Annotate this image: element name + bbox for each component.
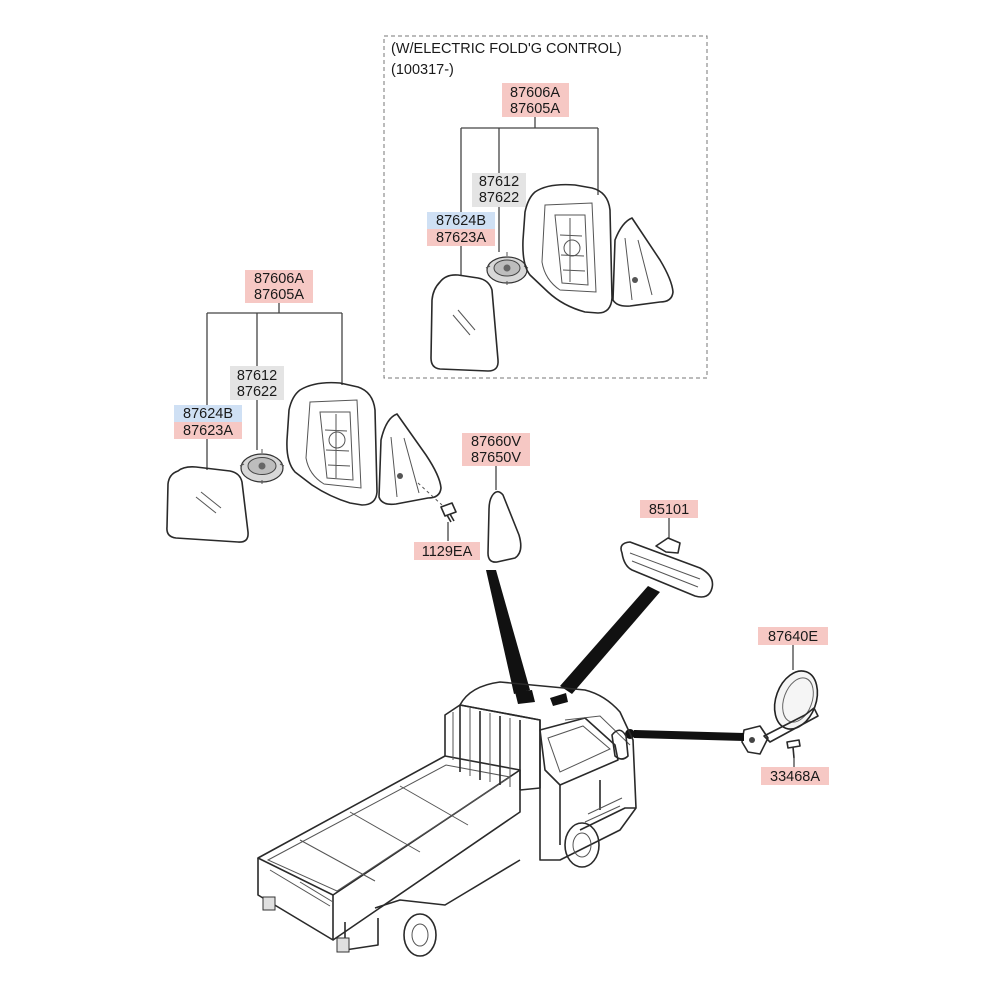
inset-mirror-glass <box>430 274 499 372</box>
main-assy-tag-bg <box>245 270 313 303</box>
bolt-label: 33468A <box>770 769 820 785</box>
screw-tag-bg <box>414 542 480 560</box>
inset-assy-tag-bg <box>502 83 569 117</box>
inset-assy-label-bottom: 87605A <box>510 101 560 117</box>
inset-mirror-bracket <box>612 217 674 307</box>
main-actuator-label-top: 87612 <box>237 368 277 384</box>
inset-assy-leader <box>460 117 599 212</box>
inset-title-line1: (W/ELECTRIC FOLD'G CONTROL) <box>391 41 622 57</box>
inside-mirror-part <box>620 537 714 598</box>
screw-part <box>440 502 457 523</box>
inset-dashed-border <box>383 35 708 379</box>
main-glass-label-bottom: 87623A <box>183 423 233 439</box>
inside-mirror-pointer <box>560 586 660 694</box>
inset-glass-label-bottom: 87623A <box>436 230 486 246</box>
inset-actuator <box>485 252 529 285</box>
main-actuator-tag-bg <box>230 366 284 400</box>
inset-actuator-tag-bg <box>472 173 526 207</box>
inset-glass-tag-bg-top <box>427 212 495 229</box>
main-mirror-glass <box>166 466 249 543</box>
main-glass-glint <box>195 491 222 514</box>
inset-glass-glint <box>452 309 476 336</box>
screw-label: 1129EA <box>422 544 473 560</box>
main-assy-label-top: 87606A <box>254 271 304 287</box>
inset-glass-tag-bg-bottom <box>427 229 495 246</box>
main-glass-tag-bg-top <box>174 405 242 422</box>
main-assy-label-bottom: 87605A <box>254 287 304 303</box>
main-actuator-label-bottom: 87622 <box>237 384 277 400</box>
inset-title-line2: (100317-) <box>391 62 454 78</box>
inside-mirror-group: 85101 <box>560 500 714 694</box>
inset-assy-label-top: 87606A <box>510 85 560 101</box>
inset-actuator-label-top: 87612 <box>479 174 519 190</box>
main-outside-mirror-group: 87606A 87605A 87612 87622 87624B 87623A <box>166 270 480 560</box>
convex-mirror-pointer <box>634 730 744 741</box>
main-mirror-bracket <box>378 413 442 506</box>
inside-mirror-tag-bg <box>640 500 698 518</box>
inset-mirror-housing <box>522 183 613 314</box>
truck-illustration <box>257 681 637 957</box>
inside-mirror-label: 85101 <box>649 502 689 518</box>
electric-folding-inset: (W/ELECTRIC FOLD'G CONTROL) (100317-) 87… <box>383 35 708 379</box>
convex-mirror-label: 87640E <box>768 629 818 645</box>
bolt-tag-bg <box>761 767 829 785</box>
main-assy-leader <box>206 303 343 405</box>
convex-mirror-part <box>741 670 819 755</box>
garnish-part <box>487 490 522 563</box>
main-mirror-housing <box>286 381 378 506</box>
main-glass-label-top: 87624B <box>183 406 233 422</box>
garnish-label-top: 87660V <box>471 434 521 450</box>
bolt-part <box>786 739 801 759</box>
inset-actuator-label-bottom: 87622 <box>479 190 519 206</box>
main-actuator <box>239 449 285 484</box>
main-glass-tag-bg-bottom <box>174 422 242 439</box>
inset-glass-label-top: 87624B <box>436 213 486 229</box>
convex-mirror-group: 87640E 33468A <box>625 627 829 785</box>
garnish-tag-bg <box>462 433 530 466</box>
garnish-pointer <box>486 570 530 694</box>
garnish-label-bottom: 87650V <box>471 450 521 466</box>
convex-mirror-tag-bg <box>758 627 828 645</box>
garnish-group: 87660V 87650V <box>462 433 530 694</box>
